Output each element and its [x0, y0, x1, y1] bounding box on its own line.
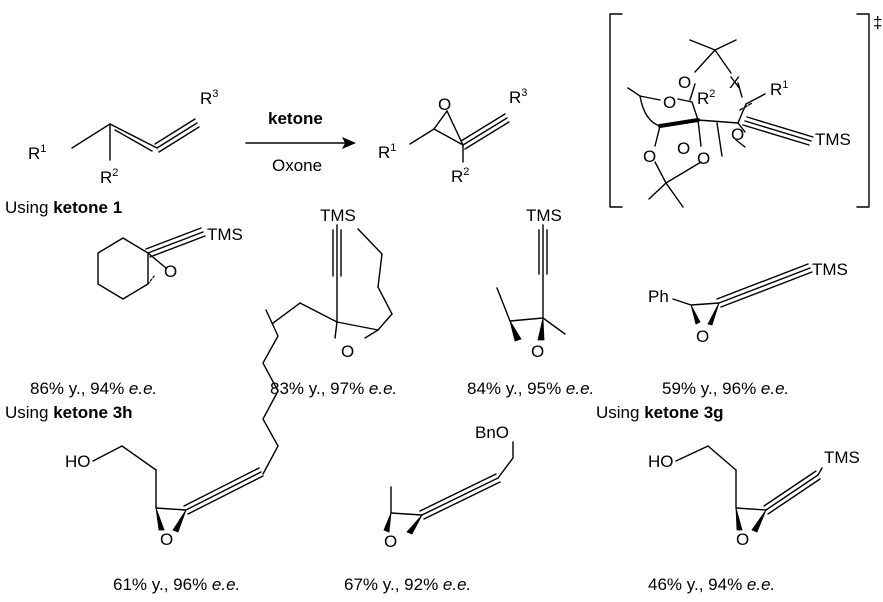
section-ketone-3g-heading: Using ketone 3g — [596, 403, 724, 422]
substrate-r1-label: R1 — [28, 143, 46, 163]
section-ketone-1-heading: Using ketone 1 — [5, 198, 122, 217]
product-r3-label: R3 — [509, 87, 527, 107]
ts-r2-label: R2 — [697, 88, 715, 108]
product-6-structure: BnO O — [383, 423, 514, 551]
product-7-ho-label: HO — [648, 452, 674, 471]
result-2-text: 83% y., 97% e.e. — [270, 379, 397, 398]
ts-bracket-left — [609, 13, 623, 208]
ts-ring-oxygen: O — [663, 93, 676, 112]
reagent-oxone-label: Oxone — [272, 156, 322, 175]
product-6-epoxide-o: O — [384, 532, 397, 551]
ts-oxygen-lower-left: O — [643, 147, 656, 166]
result-4-text: 59% y., 96% e.e. — [662, 379, 789, 398]
product-1-tms: TMS — [207, 225, 243, 244]
product-6-bno-label: BnO — [475, 423, 509, 442]
product-3-structure: TMS O — [496, 206, 566, 361]
ts-double-dagger: ‡ — [873, 13, 882, 32]
product-1-epoxide-o: O — [164, 262, 177, 281]
product-3-epoxide-o: O — [531, 342, 544, 361]
result-7-text: 46% y., 94% e.e. — [648, 575, 775, 594]
product-3-tms: TMS — [526, 206, 562, 225]
result-3-text: 84% y., 95% e.e. — [467, 379, 594, 398]
product-7-structure: HO TMS O — [648, 445, 860, 549]
product-5-ho-label: HO — [65, 452, 91, 471]
product-7-tms: TMS — [824, 448, 860, 467]
ts-oxygen-peroxy-1: O — [731, 125, 744, 144]
ts-bracket-right — [856, 13, 870, 208]
epoxide-product: O R1 R2 R3 — [378, 87, 527, 186]
section-ketone-3h-heading: Using ketone 3h — [5, 403, 133, 422]
product-epoxide-o: O — [438, 95, 451, 114]
product-2-tms: TMS — [320, 206, 356, 225]
transition-state: ‡ O X O R2 O O R1 TMS — [609, 13, 882, 208]
product-r1-label: R1 — [378, 142, 396, 162]
product-2-epoxide-o: O — [341, 342, 354, 361]
ts-tms-label: TMS — [815, 130, 851, 149]
product-4-ph-label: Ph — [648, 287, 669, 306]
product-r2-label: R2 — [451, 166, 469, 186]
reaction-arrow: ketone Oxone — [245, 109, 356, 175]
enyne-substrate: R1 R2 R3 — [28, 88, 218, 187]
ts-x-label: X — [729, 73, 740, 92]
product-5-epoxide-o: O — [160, 530, 173, 549]
product-4-epoxide-o: O — [696, 327, 709, 346]
ts-oxygen-peroxy-2: O — [697, 149, 710, 168]
product-5-structure: HO O — [65, 309, 279, 549]
ts-r1-label: R1 — [770, 79, 788, 99]
product-7-epoxide-o: O — [736, 530, 749, 549]
product-1-structure: O TMS — [97, 225, 243, 300]
result-5-text: 61% y., 96% e.e. — [113, 575, 240, 594]
product-4-tms: TMS — [812, 260, 848, 279]
product-2-structure: TMS O — [272, 206, 393, 361]
ts-oxygen-top-left: O — [678, 73, 691, 92]
substrate-r3-label: R3 — [200, 88, 218, 108]
product-4-structure: Ph O TMS — [648, 260, 848, 346]
result-1-text: 86% y., 94% e.e. — [30, 379, 157, 398]
reagent-ketone-label: ketone — [268, 109, 323, 128]
substrate-r2-label: R2 — [100, 167, 118, 187]
result-6-text: 67% y., 92% e.e. — [344, 575, 471, 594]
ts-oxygen-lower-right: O — [677, 139, 690, 158]
